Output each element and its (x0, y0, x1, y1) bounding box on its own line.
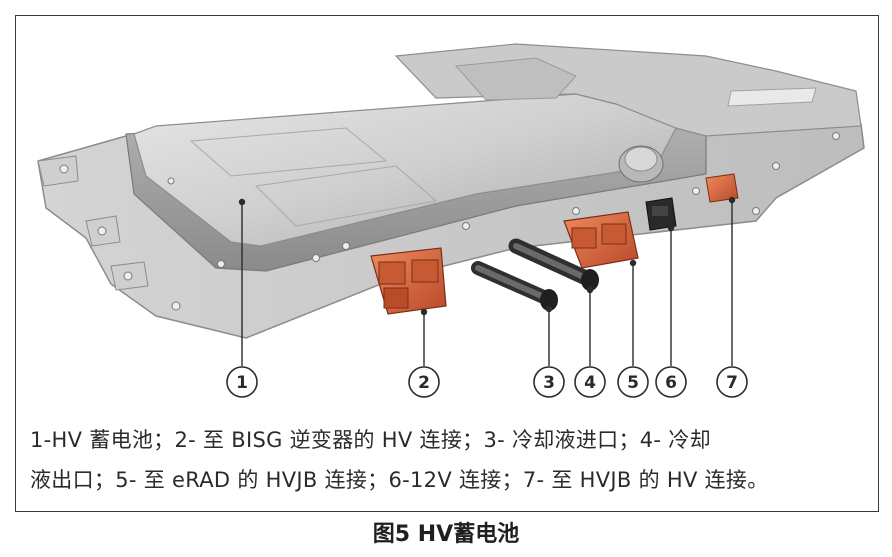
bisg-hv-connector (370, 247, 447, 315)
callout-2: 2 (408, 366, 440, 398)
service-disconnect (618, 145, 664, 183)
svg-text:6: 6 (665, 373, 677, 393)
svg-text:3: 3 (543, 373, 555, 393)
callout-1: 1 (226, 366, 258, 398)
coolant-inlet (471, 261, 558, 311)
leader-lines (238, 196, 736, 366)
svg-text:1: 1 (236, 373, 248, 393)
callout-4: 4 (574, 366, 606, 398)
callout-7: 7 (716, 366, 748, 398)
legend-line-1: 1-HV 蓄电池；2- 至 BISG 逆变器的 HV 连接；3- 冷却液进口；4… (30, 428, 711, 452)
callout-5: 5 (617, 366, 649, 398)
figure-caption: 图5 HV蓄电池 (372, 522, 520, 547)
hvjb-hv-connector (705, 173, 739, 203)
12v-connector (645, 197, 677, 231)
battery-photo: 1 2 3 4 5 6 7 (37, 43, 865, 398)
svg-text:7: 7 (726, 373, 738, 393)
figure-frame: 1 2 3 4 5 6 7 1-HV 蓄电池；2- 至 BISG 逆变器的 HV… (15, 15, 879, 512)
svg-text:5: 5 (627, 373, 639, 393)
legend-line-2: 液出口；5- 至 eRAD 的 HVJB 连接；6-12V 连接；7- 至 HV… (30, 468, 769, 492)
coolant-outlet (508, 238, 599, 291)
figure-legend: 1-HV 蓄电池；2- 至 BISG 逆变器的 HV 连接；3- 冷却液进口；4… (30, 420, 868, 500)
erad-hvjb-connector (563, 211, 639, 269)
svg-text:2: 2 (418, 373, 430, 393)
svg-text:4: 4 (584, 373, 596, 393)
callout-3: 3 (533, 366, 565, 398)
callout-6: 6 (655, 366, 687, 398)
